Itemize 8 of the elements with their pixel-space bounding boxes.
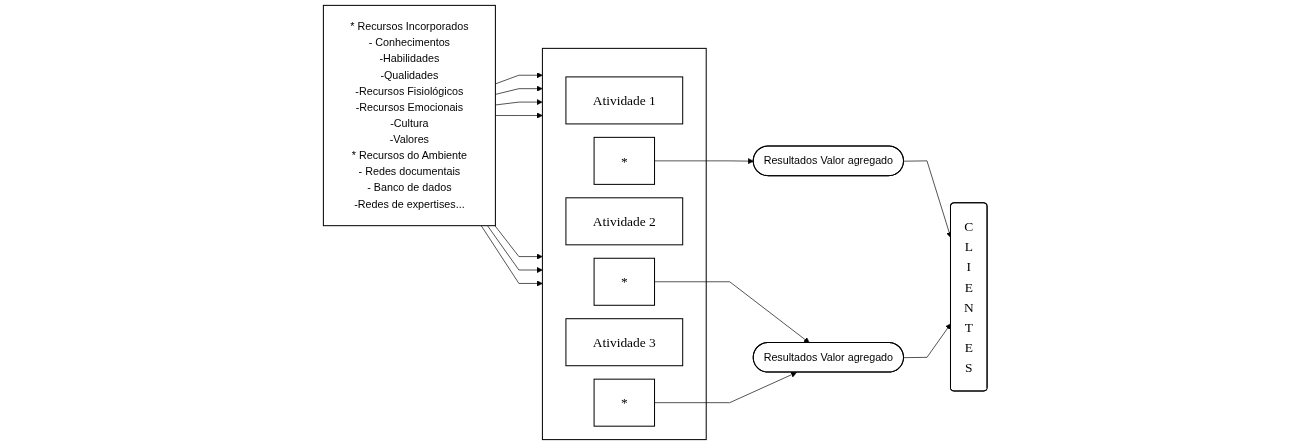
- node-box: Atividade 1: [565, 76, 684, 125]
- node-box: *: [593, 378, 656, 427]
- node-box: *: [593, 257, 656, 306]
- node-box: *: [593, 136, 656, 185]
- node-box: Atividade 3: [565, 318, 684, 367]
- cluster: [542, 47, 707, 441]
- node-box: * Recursos Incorporados - Conhecimentos -Habilidades -Qualidades -Recursos Fisiológicos -Recursos Emocionais -Cultura -Valores * Recursos do Ambiente - Redes documentais - Banco de dados -Redes de expertises...: [323, 4, 497, 227]
- node-box: Atividade 2: [565, 197, 684, 246]
